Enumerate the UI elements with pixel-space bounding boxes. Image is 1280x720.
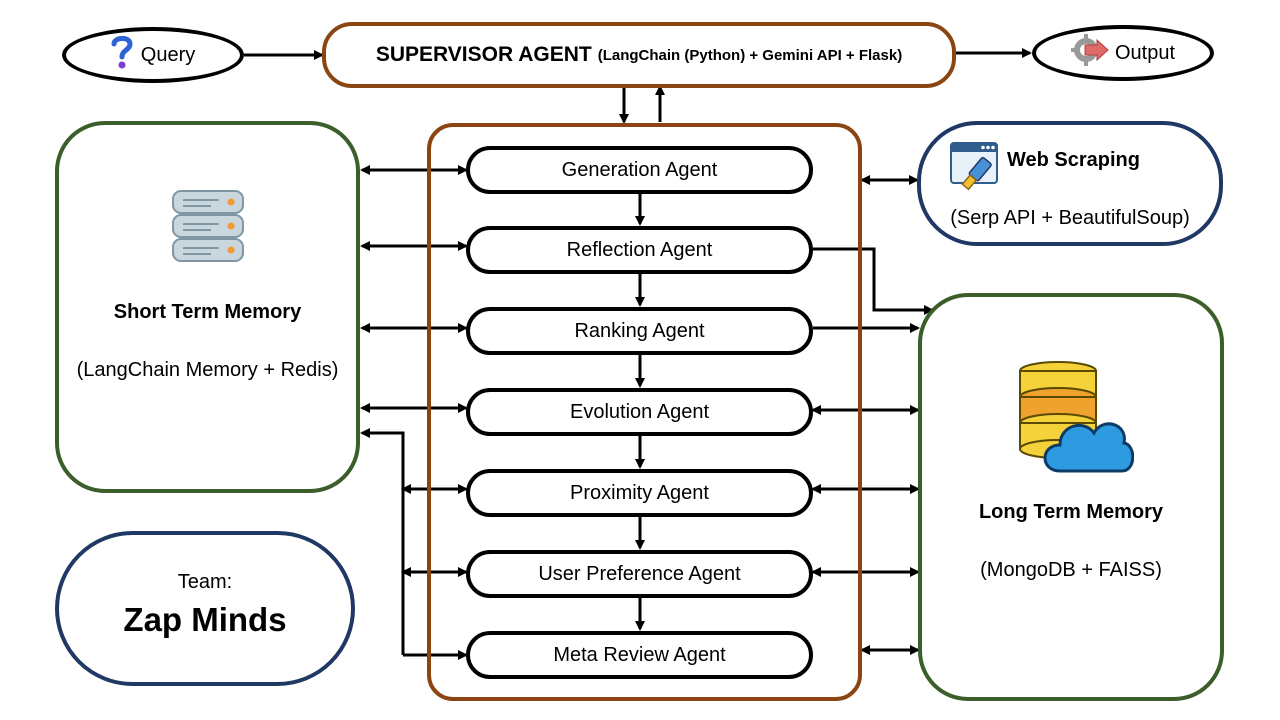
agents-container (427, 123, 862, 701)
short-term-memory-panel: Short Term Memory (LangChain Memory + Re… (55, 121, 360, 493)
long-term-memory-panel: Long Term Memory (MongoDB + FAISS) (918, 293, 1224, 701)
web-scraper-icon (949, 141, 1001, 200)
output-label: Output (1114, 41, 1176, 64)
web-scraping-subtitle: (Serp API + BeautifulSoup) (950, 207, 1190, 229)
user-preference-agent-label: User Preference Agent (538, 562, 741, 585)
supervisor-title: SUPERVISOR AGENT (375, 43, 592, 66)
cloud-database-icon (1018, 359, 1135, 480)
team-name: Zap Minds (123, 601, 287, 638)
query-label: Query (140, 43, 196, 66)
team-label: Team: (177, 571, 233, 593)
web-scraping-panel: Web Scraping (Serp API + BeautifulSoup) (917, 121, 1223, 246)
query-node: Query (62, 27, 244, 83)
output-node: Output (1032, 25, 1214, 81)
evolution-agent: Evolution Agent (466, 388, 813, 436)
web-scraping-title: Web Scraping (1007, 149, 1140, 171)
database-icon (171, 187, 245, 270)
short-term-memory-title: Short Term Memory (113, 301, 302, 323)
question-icon (111, 34, 133, 76)
supervisor-subtitle: (LangChain (Python) + Gemini API + Flask… (597, 46, 903, 64)
team-panel: Team: Zap Minds (55, 531, 355, 686)
generation-agent: Generation Agent (466, 146, 813, 194)
proximity-agent-label: Proximity Agent (570, 481, 709, 504)
meta-review-agent-label: Meta Review Agent (553, 643, 726, 666)
supervisor-agent: SUPERVISOR AGENT (LangChain (Python) + G… (322, 22, 956, 88)
user-preference-agent: User Preference Agent (466, 550, 813, 598)
meta-review-agent: Meta Review Agent (466, 631, 813, 679)
long-term-memory-subtitle: (MongoDB + FAISS) (980, 559, 1162, 581)
long-term-memory-title: Long Term Memory (978, 501, 1164, 523)
gear-arrow-icon (1070, 33, 1109, 73)
reflection-agent: Reflection Agent (466, 226, 813, 274)
proximity-agent: Proximity Agent (466, 469, 813, 517)
evolution-agent-label: Evolution Agent (570, 400, 709, 423)
generation-agent-label: Generation Agent (561, 158, 718, 181)
short-term-memory-subtitle: (LangChain Memory + Redis) (76, 359, 339, 381)
ranking-agent-label: Ranking Agent (574, 319, 705, 342)
ranking-agent: Ranking Agent (466, 307, 813, 355)
reflection-agent-label: Reflection Agent (566, 238, 713, 261)
